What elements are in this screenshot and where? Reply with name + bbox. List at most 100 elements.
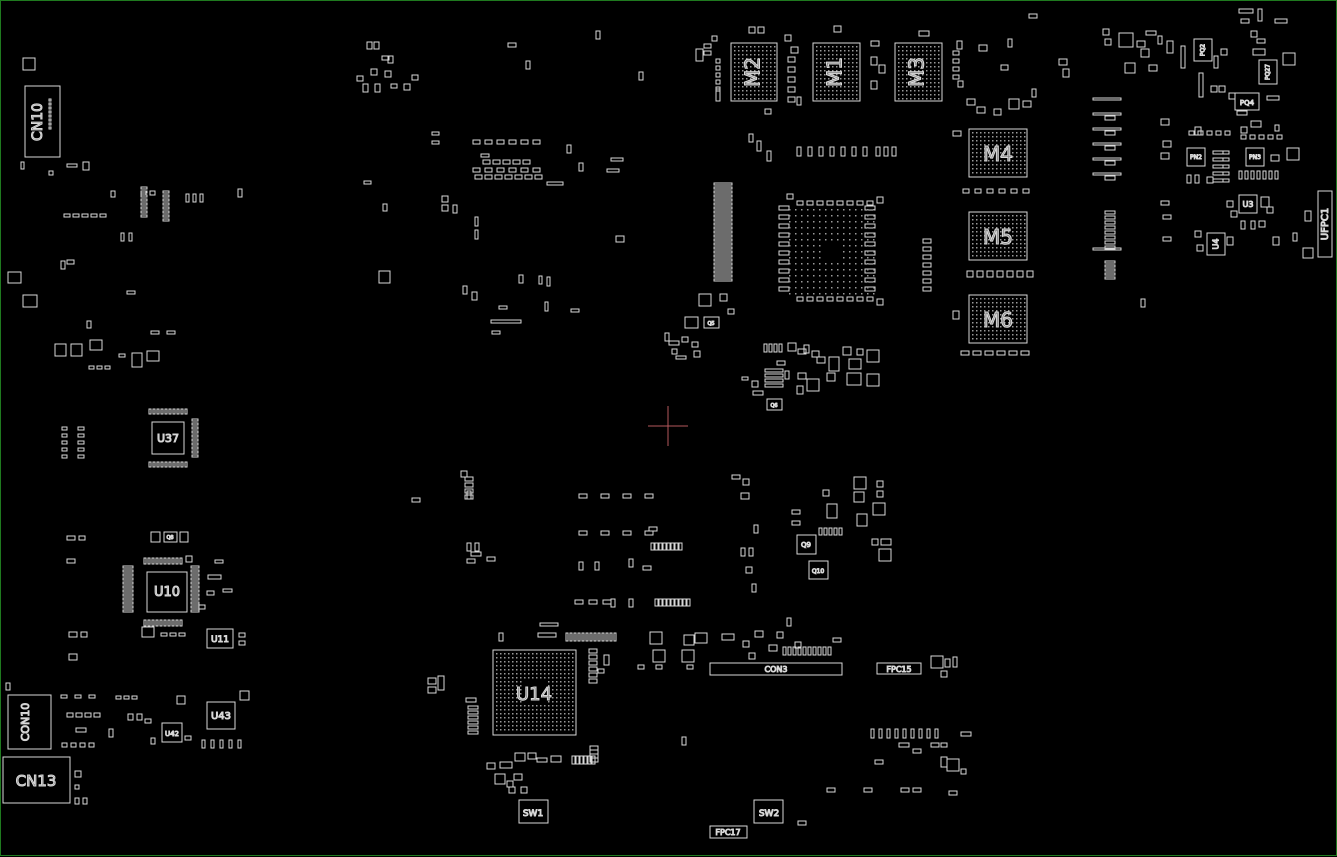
q10-transistor[interactable]: Q10 (809, 561, 828, 579)
pq27-chip[interactable]: PQ27 (1259, 60, 1277, 84)
ball (548, 669, 550, 671)
ball (564, 709, 566, 711)
pad (871, 538, 879, 546)
ball (807, 227, 809, 229)
pq2-chip[interactable]: PQ2 (1194, 39, 1212, 61)
ball (508, 653, 510, 655)
pn2-chip[interactable]: PN2 (1187, 148, 1205, 166)
u3-chip[interactable]: U3 (1239, 195, 1257, 213)
pad (190, 589, 200, 593)
m6-label: M6 (983, 308, 1013, 332)
pn3-chip[interactable]: PN3 (1246, 148, 1264, 166)
q6-transistor[interactable]: Q6 (767, 399, 782, 410)
m4-chip[interactable]: M4 (969, 129, 1027, 177)
ball (918, 62, 920, 64)
ball (836, 66, 838, 68)
pad (642, 565, 652, 571)
ball (738, 90, 740, 92)
sw2-switch[interactable]: SW2 (754, 800, 783, 823)
pq4-chip[interactable]: PQ4 (1235, 93, 1259, 110)
pad (126, 290, 136, 295)
ball (774, 78, 776, 80)
ball (564, 729, 566, 731)
u14-chip[interactable]: U14 (493, 650, 576, 735)
ball (734, 58, 736, 60)
pad (851, 146, 857, 157)
ball (844, 94, 846, 96)
pad (1222, 150, 1230, 155)
ball (524, 713, 526, 715)
fpc15-connector[interactable]: FPC15 (877, 663, 921, 675)
pad (504, 174, 513, 180)
ball (861, 221, 863, 223)
pad (536, 757, 548, 763)
ball (544, 721, 546, 723)
ball (548, 661, 550, 663)
ball (922, 90, 924, 92)
pad (1274, 170, 1279, 180)
fpc17-connector[interactable]: FPC17 (710, 826, 747, 838)
ball (496, 657, 498, 659)
q5-transistor[interactable]: Q5 (704, 317, 719, 328)
ball (992, 306, 994, 308)
u4-chip[interactable]: U4 (1207, 233, 1225, 255)
m1-chip[interactable]: M1 (813, 43, 860, 101)
ball (852, 82, 854, 84)
ball (568, 701, 570, 703)
pad (787, 342, 797, 352)
m2-chip[interactable]: M2 (731, 43, 777, 101)
u11-chip[interactable]: U11 (207, 629, 233, 648)
ball (750, 46, 752, 48)
ball (996, 251, 998, 253)
ball (976, 330, 978, 332)
u42-chip[interactable]: U42 (162, 723, 182, 742)
con3-connector[interactable]: CON3 (710, 663, 842, 675)
pad (539, 622, 559, 627)
ball (746, 70, 748, 72)
pad (496, 139, 505, 145)
pad (791, 520, 801, 526)
u43-chip[interactable]: U43 (207, 702, 235, 729)
pad (764, 108, 772, 115)
ball (1008, 227, 1010, 229)
ball (837, 281, 839, 283)
u10-chip[interactable]: U10 (147, 572, 187, 612)
ball (844, 78, 846, 80)
ball (996, 219, 998, 221)
pad (427, 686, 437, 694)
cn10-top-connector[interactable]: CN10 (25, 86, 60, 157)
sw1-switch[interactable]: SW1 (519, 800, 548, 823)
ball (516, 721, 518, 723)
ball (1008, 243, 1010, 245)
ball (934, 70, 936, 72)
cn13-connector[interactable]: CN13 (3, 757, 70, 803)
ball (746, 98, 748, 100)
q9-transistor[interactable]: Q9 (797, 535, 816, 554)
ball (840, 82, 842, 84)
ball (930, 66, 932, 68)
ball (855, 209, 857, 211)
m5-chip[interactable]: M5 (969, 212, 1027, 260)
u37-chip[interactable]: U37 (152, 422, 184, 454)
pad (89, 339, 103, 351)
con10-connector[interactable]: CON10 (8, 695, 51, 749)
cn10-label: CN10 (30, 103, 46, 141)
pad (514, 174, 523, 180)
pad (668, 340, 680, 346)
pad (1007, 38, 1013, 48)
m5-label: M5 (983, 225, 1013, 249)
q8-transistor[interactable]: Q8 (164, 532, 177, 542)
m6-chip[interactable]: M6 (969, 295, 1027, 343)
ball (867, 287, 869, 289)
m3-chip[interactable]: M3 (895, 43, 942, 101)
pad (600, 530, 610, 536)
ball (938, 86, 940, 88)
ball (516, 689, 518, 691)
ball (1020, 144, 1022, 146)
ufpc1-connector[interactable]: UFPC1 (1318, 191, 1332, 257)
bga-layer (496, 46, 1026, 731)
pad (464, 476, 474, 482)
ball (520, 705, 522, 707)
